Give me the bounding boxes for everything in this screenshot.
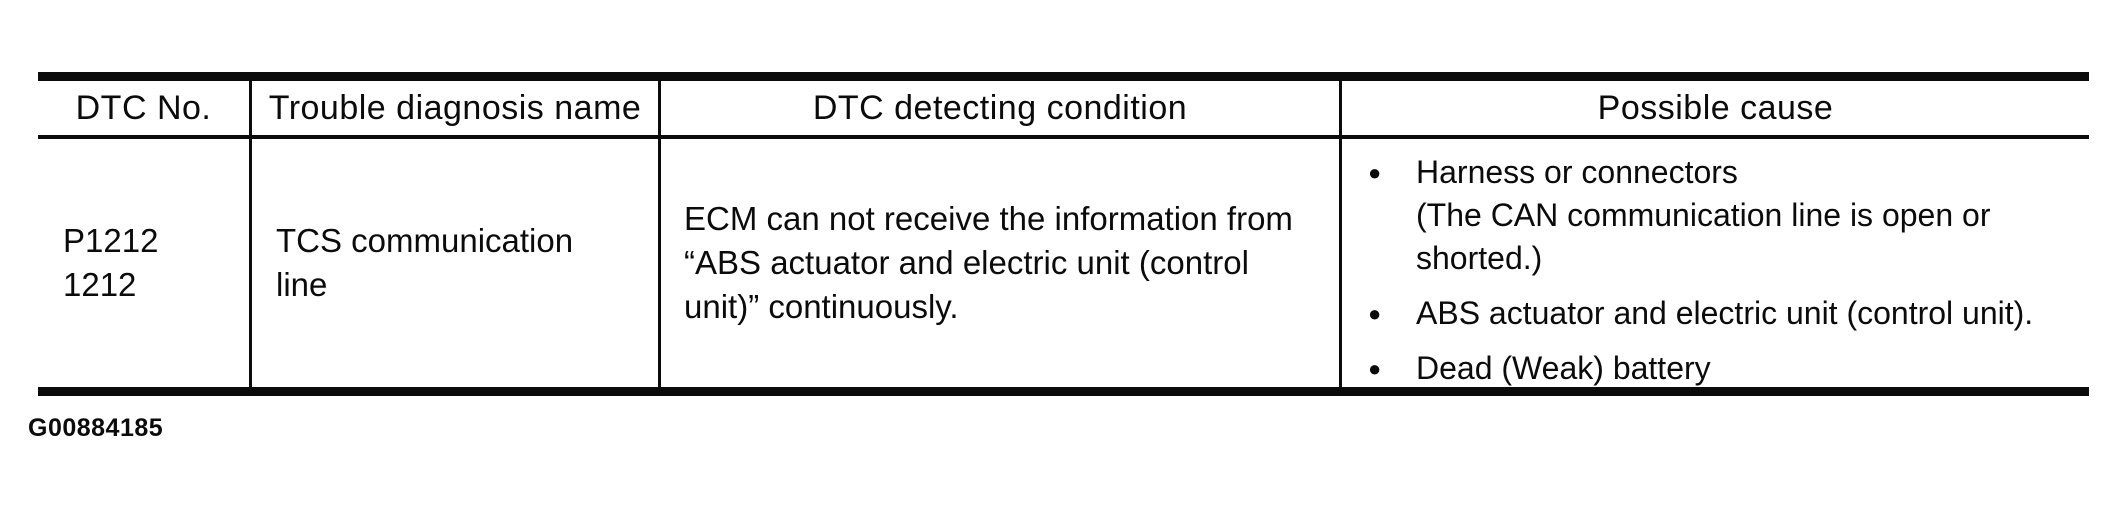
header-possible-cause: Possible cause	[1339, 81, 2089, 135]
dtc-no-value: P1212 1212	[63, 222, 159, 303]
bullet-icon: ●	[1368, 160, 1382, 185]
header-trouble-diagnosis-name: Trouble diagnosis name	[249, 81, 658, 135]
bullet-icon: ●	[1368, 301, 1382, 326]
possible-cause-item: ● ABS actuator and electric unit (contro…	[1368, 292, 2089, 335]
cell-trouble-diagnosis-name: TCS communication line	[249, 139, 658, 387]
cell-dtc-no: P1212 1212	[38, 139, 249, 387]
trouble-diagnosis-name-value: TCS communication line	[276, 222, 574, 303]
cell-dtc-detecting-condition: ECM can not receive the information from…	[658, 139, 1339, 387]
possible-cause-text: ABS actuator and electric unit (control …	[1416, 295, 2034, 331]
header-dtc-detecting-condition: DTC detecting condition	[658, 81, 1339, 135]
bullet-icon: ●	[1368, 356, 1382, 381]
possible-cause-text: Dead (Weak) battery	[1416, 350, 1711, 386]
figure-id-label: G00884185	[28, 414, 164, 442]
dtc-table: DTC No. Trouble diagnosis name DTC detec…	[38, 72, 2089, 396]
possible-cause-item: ● Harness or connectors (The CAN communi…	[1368, 151, 2089, 280]
possible-cause-text: Harness or connectors (The CAN communica…	[1416, 154, 1991, 276]
table-row: P1212 1212 TCS communication line ECM ca…	[38, 139, 2089, 387]
header-dtc-no: DTC No.	[75, 88, 212, 127]
dtc-detecting-condition-value: ECM can not receive the information from…	[684, 200, 1293, 325]
possible-cause-item: ● Dead (Weak) battery	[1368, 347, 2089, 390]
table-header-row: DTC No. Trouble diagnosis name DTC detec…	[38, 81, 2089, 139]
cell-possible-cause: ● Harness or connectors (The CAN communi…	[1339, 139, 2089, 387]
